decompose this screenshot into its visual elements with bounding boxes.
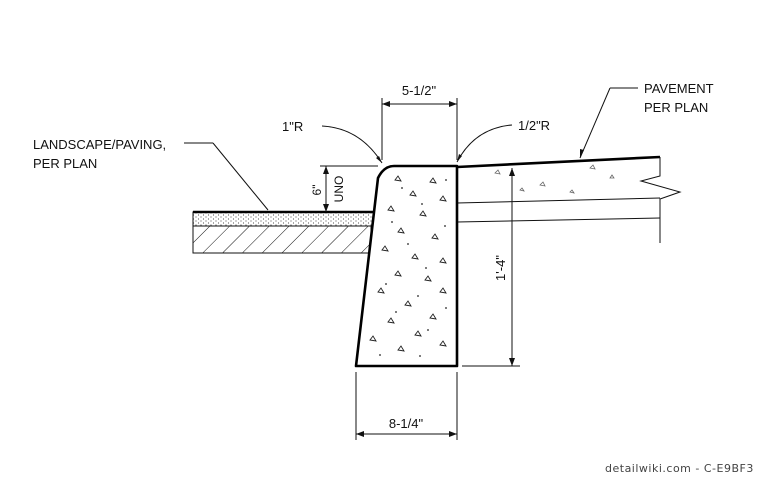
landscape-paving-section (192, 210, 379, 254)
radius-right-callout: 1/2"R (456, 118, 550, 163)
pavement-label-line-2: PER PLAN (644, 100, 708, 115)
height-label: 1'-4" (493, 255, 508, 281)
pavement-layer-line (456, 197, 661, 204)
pavement-surface-line (456, 155, 661, 169)
concrete-curb (354, 161, 459, 368)
concrete-sand-dots (379, 179, 447, 357)
pavement-base-line (456, 217, 661, 223)
bottom-width-dimension: 8-1/4" (355, 372, 458, 440)
top-width-dimension: 5-1/2" (381, 83, 458, 160)
landscape-label-line-1: LANDSCAPE/PAVING, (33, 137, 166, 152)
paving-surface-layer (192, 211, 379, 227)
pavement-label-line-1: PAVEMENT (644, 81, 714, 96)
bottom-width-label: 8-1/4" (389, 416, 424, 431)
concrete-aggregate-marks (369, 175, 447, 352)
radius-left-label: 1"R (282, 119, 303, 134)
pavement-callout: PAVEMENT PER PLAN (579, 81, 714, 159)
radius-right-label: 1/2"R (518, 118, 550, 133)
height-dimension: 1'-4" (462, 168, 520, 367)
reveal-label: 6" (310, 185, 324, 196)
pavement-break-line (639, 157, 682, 243)
compacted-base-layer (192, 225, 372, 254)
landscape-label-line-2: PER PLAN (33, 156, 97, 171)
landscape-callout: LANDSCAPE/PAVING, PER PLAN (33, 137, 269, 211)
watermark: detailwiki.com - C-E9BF3 (605, 462, 754, 475)
curb-outline (354, 164, 459, 368)
reveal-dimension: 6" UNO (310, 165, 378, 212)
top-width-label: 5-1/2" (402, 83, 437, 98)
radius-left-callout: 1"R (282, 119, 383, 164)
reveal-note-label: UNO (332, 176, 346, 203)
pavement-aggregate-marks (494, 164, 615, 194)
pavement-section (456, 155, 682, 243)
